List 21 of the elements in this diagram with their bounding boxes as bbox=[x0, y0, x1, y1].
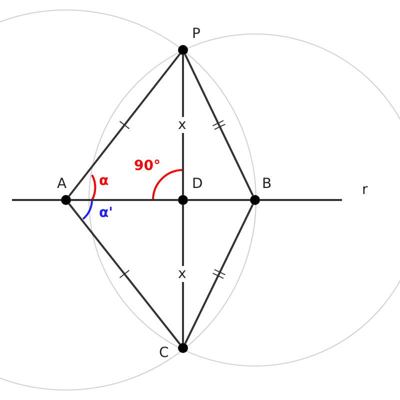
point-label: A bbox=[57, 176, 67, 192]
point-label: P bbox=[192, 26, 200, 42]
edge-label: x bbox=[178, 266, 186, 282]
point-label: B bbox=[262, 176, 272, 192]
line-label: r bbox=[362, 182, 368, 198]
line-segment bbox=[260, 199, 342, 201]
line-segment bbox=[184, 204, 254, 344]
edge-label: x bbox=[178, 117, 186, 133]
angle-label: α bbox=[99, 173, 109, 189]
line-segment bbox=[182, 205, 184, 343]
line-segment bbox=[188, 199, 250, 201]
line-segment bbox=[68, 53, 181, 197]
point-label: D bbox=[192, 176, 203, 192]
line-segment bbox=[184, 54, 254, 196]
point-label: C bbox=[159, 345, 169, 361]
line-segment bbox=[182, 55, 184, 195]
line-segment bbox=[68, 203, 181, 345]
line-segment bbox=[71, 199, 178, 201]
angle-label: 90° bbox=[134, 158, 160, 174]
angle-label: α' bbox=[99, 205, 113, 221]
line-segment bbox=[12, 199, 61, 201]
